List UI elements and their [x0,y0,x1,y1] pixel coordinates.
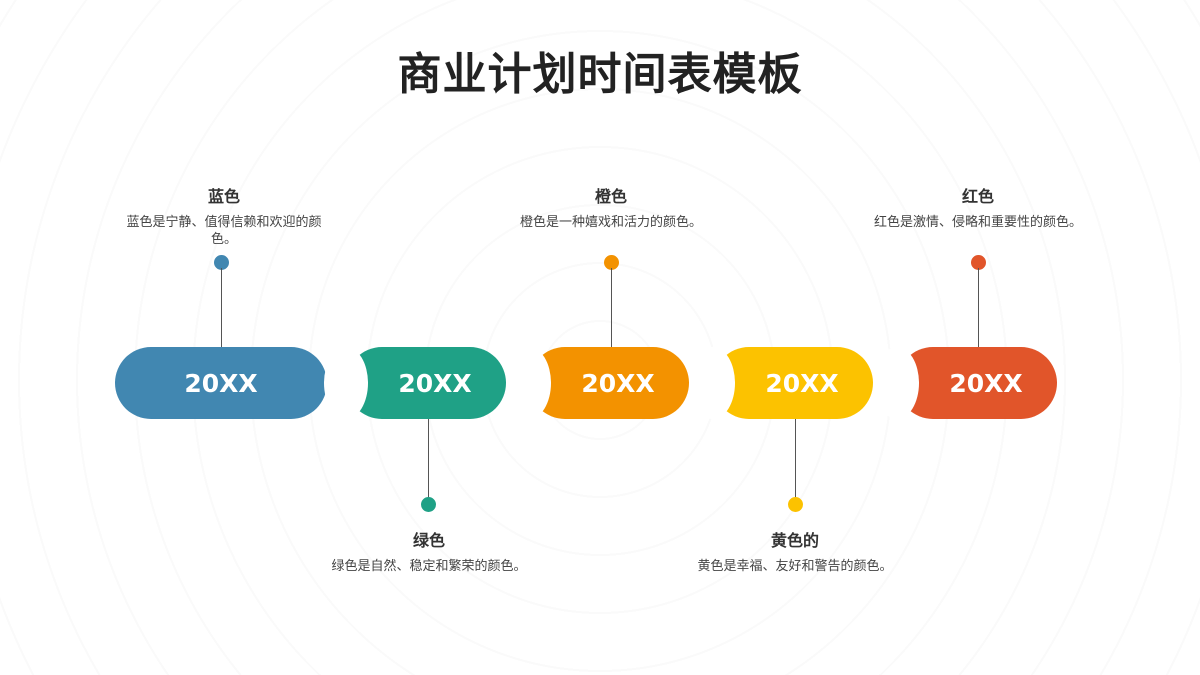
connector-line [795,419,796,499]
milestone-heading: 蓝色 [207,187,240,206]
milestone-description: 黄色是幸福、友好和警告的颜色。 [697,559,893,574]
milestone-description: 绿色是自然、稳定和繁荣的颜色。 [331,559,527,574]
page-title: 商业计划时间表模板 [397,49,803,100]
milestone-description: 蓝色是宁静、值得信赖和欢迎的颜色。 [126,215,322,247]
pill-notch [691,347,735,419]
pill-notch [324,347,368,419]
milestone-label-yellow: 黄色的 黄色是幸福、友好和警告的颜色。 [675,527,915,575]
milestone-heading: 橙色 [594,187,627,206]
connector-line [428,419,429,499]
milestone-year: 20XX [765,368,839,398]
milestone-pill-red: 20XX [875,347,1057,419]
milestone-pill-green: 20XX [324,347,506,419]
milestone-label-blue: 蓝色 蓝色是宁静、值得信赖和欢迎的颜色。 [104,183,344,248]
milestone-heading: 红色 [961,187,994,206]
connector-line [978,268,979,348]
milestone-year: 20XX [184,368,258,398]
milestone-year: 20XX [581,368,655,398]
milestone-pill-blue: 20XX [115,347,327,419]
milestone-dot-red [971,255,986,270]
pill-notch [507,347,551,419]
milestone-description: 红色是激情、侵略和重要性的颜色。 [873,215,1082,230]
milestone-dot-yellow [788,497,803,512]
milestone-pill-yellow: 20XX [691,347,873,419]
milestone-label-red: 红色 红色是激情、侵略和重要性的颜色。 [858,183,1098,231]
milestone-description: 橙色是一种嬉戏和活力的颜色。 [519,215,702,230]
milestone-dot-orange [604,255,619,270]
milestone-dot-green [421,497,436,512]
milestone-heading: 黄色的 [770,531,819,550]
milestone-pill-orange: 20XX [507,347,689,419]
milestone-label-green: 绿色 绿色是自然、稳定和繁荣的颜色。 [309,527,549,575]
milestone-year: 20XX [398,368,472,398]
milestone-label-orange: 橙色 橙色是一种嬉戏和活力的颜色。 [491,183,731,231]
pill-notch [875,347,919,419]
connector-line [221,268,222,348]
milestone-dot-blue [214,255,229,270]
milestone-heading: 绿色 [412,531,445,550]
milestone-year: 20XX [949,368,1023,398]
connector-line [611,268,612,348]
